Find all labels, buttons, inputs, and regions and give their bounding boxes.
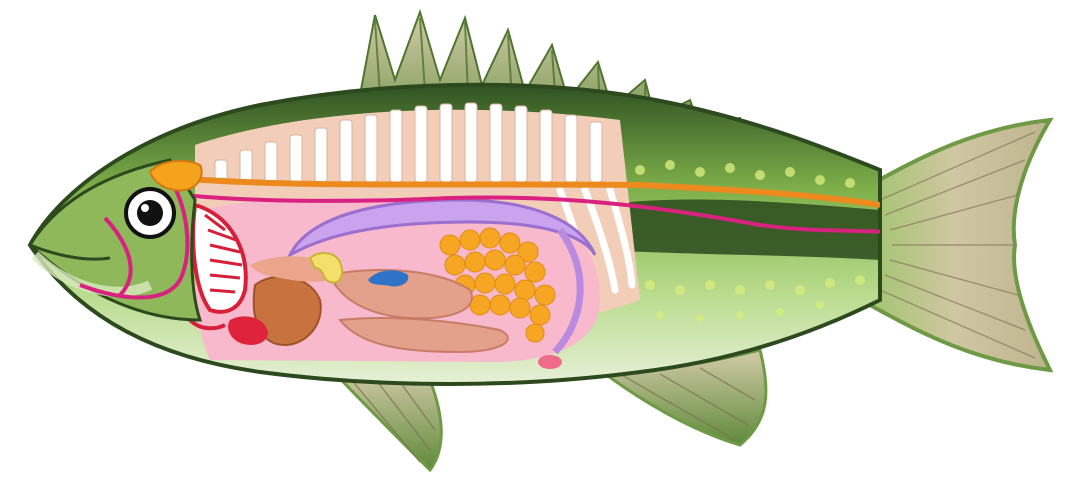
head — [30, 160, 202, 320]
caudal-fin — [860, 120, 1050, 370]
eye-highlight — [141, 204, 149, 212]
pupil — [137, 200, 163, 226]
vent — [538, 355, 562, 369]
